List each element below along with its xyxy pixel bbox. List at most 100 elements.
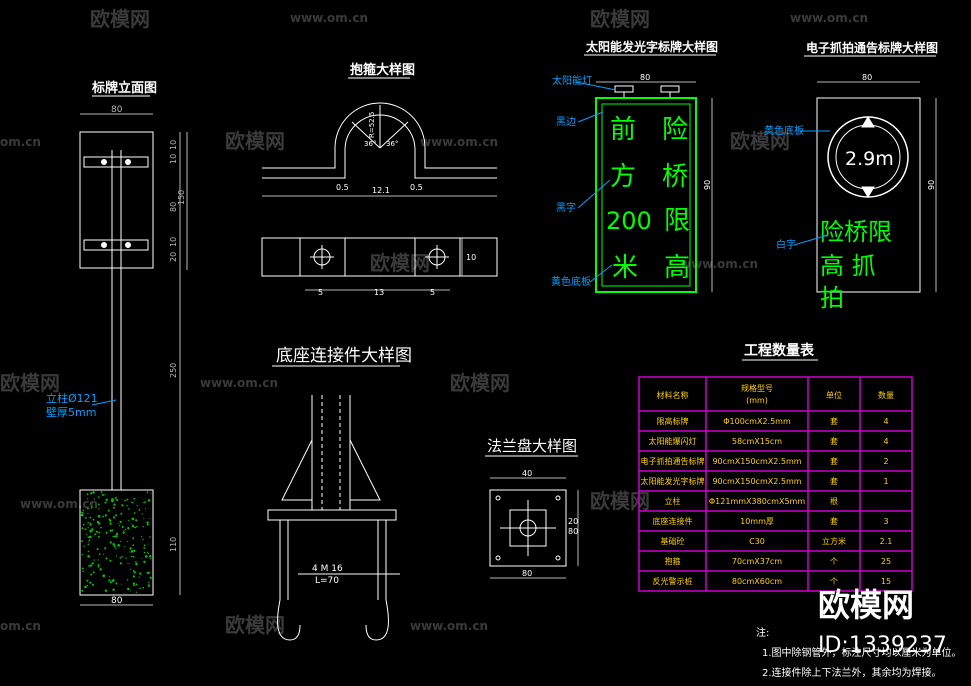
post-label-diameter: 立柱Ø121 <box>46 391 98 405</box>
solar-char-right-1: 险 <box>662 115 688 145</box>
corner-brand-name: 欧模网 <box>818 586 914 624</box>
table-cell: 70cmX37cm <box>732 557 782 566</box>
table-grid <box>638 376 913 592</box>
table-cell: Φ121mmX380cmX5mm <box>709 497 805 506</box>
callout-white-text: 白字 <box>776 238 796 251</box>
table-title: 工程数量表 <box>744 342 815 359</box>
elevation-dim-5: 20 <box>169 252 178 262</box>
notes-line-1: 1.图中除钢管外，标注尺寸均以厘米为单位。 <box>762 646 962 659</box>
table-cell: 个 <box>830 557 838 566</box>
table-cell: 立柱 <box>665 496 681 506</box>
elevation-dim-8: 110 <box>169 537 178 552</box>
table-cell: 个 <box>830 577 838 586</box>
table-cell: 2.1 <box>880 537 893 546</box>
camera-green-text-1: 险桥限 <box>820 218 892 246</box>
watermark-url: www.om.cn <box>420 135 498 149</box>
table-cell: 10mm厚 <box>740 517 774 526</box>
hoop-dim-height: 10 <box>466 253 476 262</box>
solar-char-left-3: 200 <box>606 207 652 235</box>
watermark-url: om.cn <box>0 619 41 633</box>
table-cell: 太阳能发光字标牌 <box>641 476 705 486</box>
solar-sign-dim-width: 80 <box>640 73 650 82</box>
solar-char-right-4: 高 <box>664 253 690 283</box>
watermark-url: www.om.cn <box>410 619 488 633</box>
table-cell: 25 <box>881 557 891 566</box>
callout-black-border: 黑边 <box>556 116 576 128</box>
solar-char-right-2: 桥 <box>662 162 688 192</box>
camera-sign-detail: 电子抓拍通告标牌大样图 80 2.9m 险桥限 高 抓 拍 90 黄色底板 白字 <box>764 40 938 312</box>
table-header-cell: 材料名称 <box>657 390 689 400</box>
table-cell: 15 <box>881 577 891 586</box>
table-cell: 4 <box>883 437 888 446</box>
flange-dim-right-1: 20 <box>568 517 578 526</box>
table-header-cell: 规格型号 <box>741 383 773 393</box>
table-cell: 反光警示桩 <box>653 576 693 586</box>
camera-sign-panel <box>816 97 921 293</box>
base-connector-title: 底座连接件大样图 <box>276 346 412 366</box>
elevation-dim-1: 10 <box>169 154 178 164</box>
watermark-brand: 欧模网 <box>225 613 285 637</box>
sign-panel-outline <box>79 131 154 269</box>
base-connector-detail: 底座连接件大样图 4 M 16 L=70 <box>267 346 412 641</box>
table-cell: 套 <box>830 516 838 526</box>
table-cell: 90cmX150cmX2.5mm <box>712 457 801 466</box>
corner-brand-id: ID:1339237 <box>818 633 947 658</box>
table-cell: 限高标牌 <box>657 416 689 426</box>
solar-sign-panel <box>595 97 697 293</box>
lower-bracket <box>83 239 149 251</box>
table-cell: 底座连接件 <box>653 516 693 526</box>
solar-sign-inner-border <box>601 103 691 287</box>
solar-char-left-1: 前 <box>610 115 636 145</box>
camera-green-text-2: 高 抓 <box>820 252 876 280</box>
table-cell: 套 <box>830 436 838 446</box>
hoop-dim-center: 12.1 <box>372 186 390 195</box>
solar-lamp-right <box>660 85 680 93</box>
flange-dim-bottom: 80 <box>522 569 532 578</box>
watermark-brand: 欧模网 <box>590 489 650 513</box>
watermark-url: www.om.cn <box>790 11 868 25</box>
watermark-brand: 欧模网 <box>590 7 650 31</box>
solar-char-right-3: 限 <box>664 206 690 236</box>
watermark-brand: 欧模网 <box>370 251 430 275</box>
notes: 注: 1.图中除钢管外，标注尺寸均以厘米为单位。 2.连接件除上下法兰外，其余均… <box>756 626 962 679</box>
hoop-dim-bottom-left: 5 <box>318 288 323 297</box>
elevation-dim-3: 150 <box>177 190 186 205</box>
watermark-url: www.om.cn <box>290 11 368 25</box>
table-cell: 2 <box>883 457 888 466</box>
watermark-layer: 欧模网 www.om.cn 欧模网 www.om.cn om.cn 欧模网 ww… <box>0 7 868 637</box>
camera-sign-dim-width: 80 <box>862 73 872 82</box>
table-cell: 套 <box>830 476 838 486</box>
watermark-brand: 欧模网 <box>450 371 510 395</box>
table-cell: 根 <box>830 496 838 506</box>
watermark-brand: 欧模网 <box>0 371 60 395</box>
hoop-title: 抱箍大样图 <box>350 62 415 78</box>
callout-camera-yellow-board: 黄色底板 <box>764 124 804 137</box>
notes-line-2: 2.连接件除上下法兰外，其余均为焊接。 <box>762 666 942 679</box>
table-cell: 58cmX15cm <box>732 437 782 446</box>
watermark-url: www.om.cn <box>20 497 98 511</box>
table-cell: Φ100cmX2.5mm <box>723 417 791 426</box>
solar-sign-detail: 太阳能发光字标牌大样图 80 前 方 200 米 险 桥 限 高 90 太阳能灯… <box>551 39 718 293</box>
camera-sign-dim-height: 90 <box>927 180 936 190</box>
hoop-dim-gap-left: 0.5 <box>336 183 349 192</box>
concrete-fill <box>80 491 152 593</box>
hoop-detail: 抱箍大样图 R=52.5 36° 36° 0.5 12.1 0.5 5 13 5… <box>261 62 498 297</box>
callout-black-text: 黑字 <box>556 201 576 214</box>
base-bolt-label: 4 M 16 <box>312 564 343 574</box>
table-cell: 太阳能爆闪灯 <box>649 436 697 446</box>
hoop-dim-bottom-right: 5 <box>430 288 435 297</box>
height-limit-value: 2.9m <box>845 148 894 170</box>
base-length-label: L=70 <box>315 576 339 586</box>
table-cell: 套 <box>830 456 838 466</box>
hoop-dim-gap-right: 0.5 <box>410 183 423 192</box>
table-cell: 抱箍 <box>665 556 681 566</box>
flange-dim-top: 40 <box>522 469 532 478</box>
table-cell: 立方米 <box>822 536 846 546</box>
solar-sign-dim-height: 90 <box>703 180 712 190</box>
notes-label: 注: <box>756 626 769 639</box>
hoop-angle-left: 36° <box>364 140 376 148</box>
hoop-angle-right: 36° <box>386 140 398 148</box>
watermark-brand: 欧模网 <box>225 129 285 153</box>
